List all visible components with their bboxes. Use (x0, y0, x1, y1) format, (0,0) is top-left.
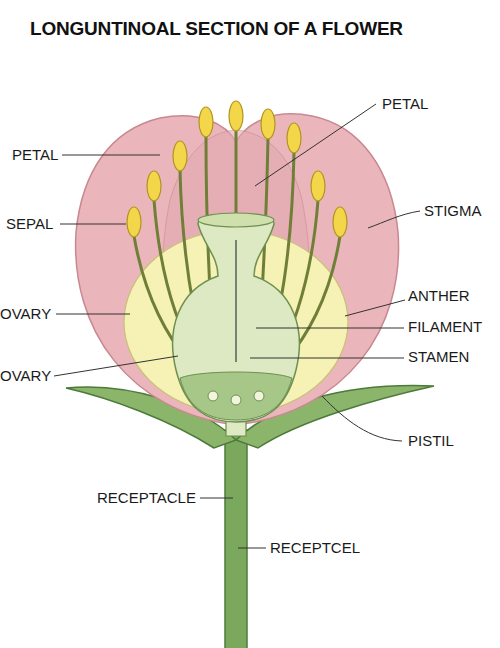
leader-line (256, 328, 404, 329)
leader-line (62, 155, 160, 156)
leader-line (255, 104, 376, 186)
leader-line (60, 224, 126, 225)
stem (225, 430, 247, 648)
leader-line (56, 314, 130, 315)
ovule (231, 395, 241, 405)
style-line (235, 240, 236, 362)
part-label: PETAL (12, 146, 58, 164)
part-label: RECEPTCEL (270, 539, 360, 557)
leader-line (250, 358, 404, 359)
ovule-chamber (180, 372, 292, 420)
part-label: PETAL (382, 95, 428, 113)
leader-line (238, 548, 266, 549)
anthers (127, 101, 347, 237)
part-label: OVARY (0, 305, 51, 323)
part-label: SEPAL (6, 215, 53, 233)
leader-line (368, 211, 420, 228)
leader-line (322, 396, 402, 441)
part-label: ANTHER (408, 287, 470, 305)
part-label: STAMEN (408, 348, 469, 366)
part-label: OVARY (0, 367, 51, 385)
part-label: STIGMA (424, 202, 482, 220)
ovule (254, 391, 264, 401)
stigma-top (198, 213, 274, 227)
part-label: FILAMENT (408, 318, 482, 336)
leader-line (345, 300, 405, 316)
leader-line (200, 498, 233, 499)
pistil (173, 215, 300, 422)
leader-lines (54, 104, 420, 548)
diagram-title: LONGUNTINOAL SECTION OF A FLOWER (30, 18, 490, 40)
leader-line (54, 356, 178, 376)
part-label: RECEPTACLE (97, 489, 196, 507)
ovule (208, 391, 218, 401)
part-label: PISTIL (408, 432, 454, 450)
